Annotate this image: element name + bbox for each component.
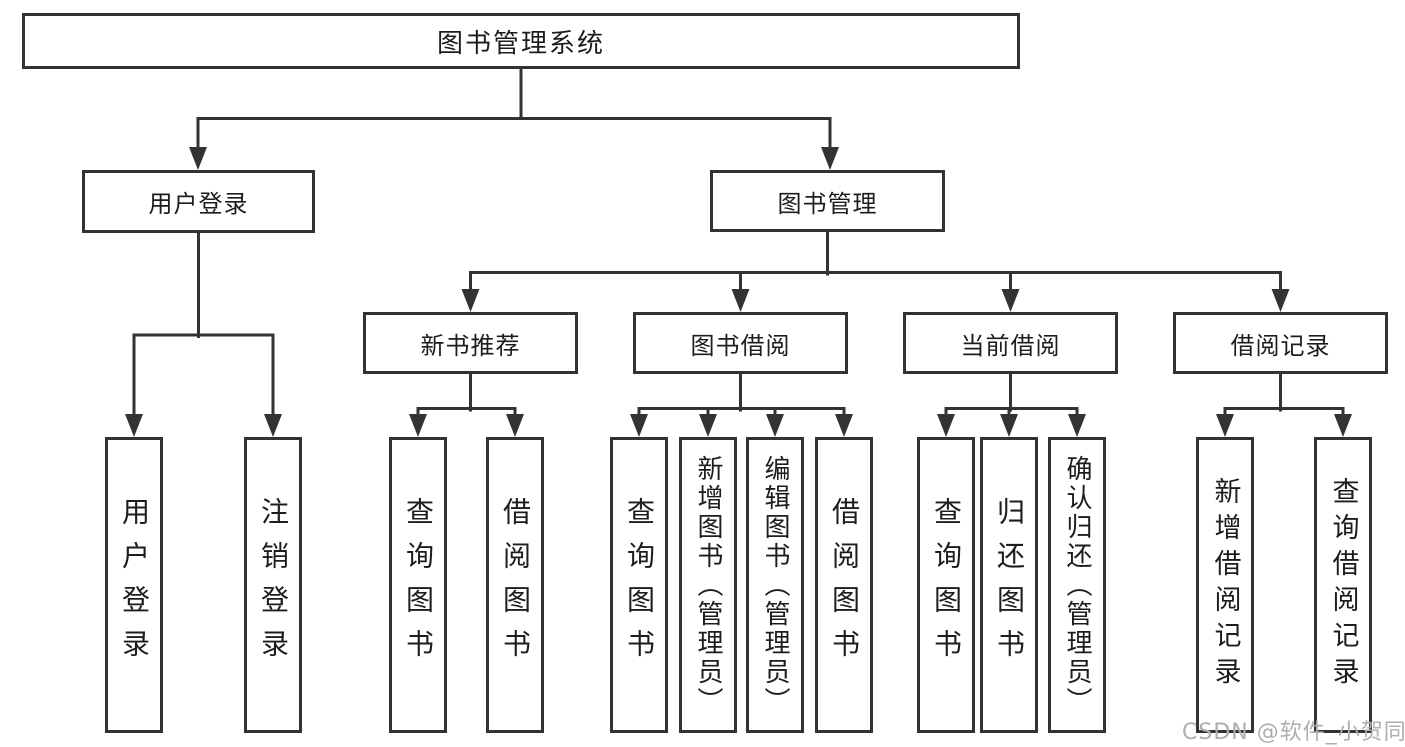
leaf-query-borrow-record: 查询借阅记录 [1314, 437, 1372, 733]
leaf-add-borrow-record: 新增借阅记录 [1196, 437, 1254, 733]
node-label: 当前借阅 [960, 331, 1061, 360]
leaf-return-book: 归还图书 [980, 437, 1038, 733]
leaf-label: 注销登录 [257, 497, 290, 673]
node-label: 借阅记录 [1230, 331, 1331, 360]
node-book-borrowing: 图书借阅 [633, 312, 848, 374]
leaf-logout: 注销登录 [244, 437, 302, 733]
leaf-label: 查询图书 [623, 497, 656, 673]
node-label: 图书借阅 [690, 331, 791, 360]
leaf-label: 新增借阅记录 [1209, 477, 1241, 693]
node-user-login: 用户登录 [82, 170, 315, 233]
leaf-query-books-current: 查询图书 [917, 437, 975, 733]
leaf-label: 用户登录 [118, 497, 151, 673]
leaf-confirm-return-admin: 确认归还（管理员） [1048, 437, 1106, 733]
node-current-borrowing: 当前借阅 [903, 312, 1118, 374]
leaf-query-books-borrowing: 查询图书 [610, 437, 668, 733]
leaf-add-book-admin: 新增图书（管理员） [679, 437, 737, 733]
node-new-book-recommendation: 新书推荐 [363, 312, 578, 374]
leaf-label: 确认归还（管理员） [1062, 454, 1092, 716]
node-library-management-system: 图书管理系统 [22, 13, 1020, 69]
node-borrowing-records: 借阅记录 [1173, 312, 1388, 374]
leaf-label: 借阅图书 [499, 497, 532, 673]
leaf-label: 借阅图书 [828, 497, 861, 673]
leaf-label: 归还图书 [993, 497, 1026, 673]
node-label: 用户登录 [148, 190, 249, 218]
leaf-borrow-books: 借阅图书 [815, 437, 873, 733]
csdn-watermark: CSDN @软件_小贺同学 [1182, 720, 1405, 745]
leaf-label: 查询图书 [930, 497, 963, 673]
leaf-label: 新增图书（管理员） [693, 454, 723, 716]
leaf-label: 编辑图书（管理员） [760, 454, 790, 716]
arrowhead-icons [125, 147, 1352, 437]
leaf-query-books-recommend: 查询图书 [389, 437, 447, 733]
leaf-borrow-books-recommend: 借阅图书 [486, 437, 544, 733]
node-book-management: 图书管理 [710, 170, 945, 232]
leaf-label: 查询借阅记录 [1327, 477, 1359, 693]
node-label: 图书管理系统 [436, 28, 605, 59]
leaf-user-login: 用户登录 [105, 437, 163, 733]
leaf-label: 查询图书 [402, 497, 435, 673]
node-label: 图书管理 [777, 189, 878, 218]
leaf-edit-book-admin: 编辑图书（管理员） [746, 437, 804, 733]
node-label: 新书推荐 [420, 331, 521, 360]
